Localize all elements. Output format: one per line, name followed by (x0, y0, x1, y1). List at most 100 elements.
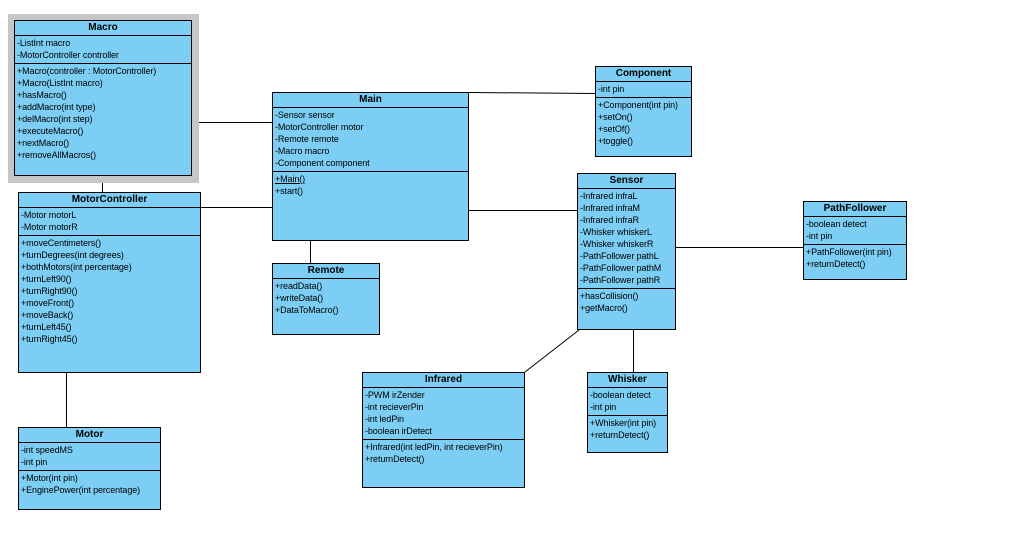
member-row: +delMacro(int step) (17, 114, 93, 124)
member-row: -Component component (275, 158, 370, 168)
class-box-macro[interactable]: Macro -ListInt macro-MotorController con… (14, 20, 192, 176)
class-box-motor[interactable]: Motor -int speedMS -int pin +Motor(int pi… (18, 427, 161, 510)
member-row: -Infrared infraM (580, 203, 640, 213)
member-row: +returnDetect() (806, 259, 866, 269)
class-title: Remote (273, 264, 379, 279)
member-row: +returnDetect() (590, 430, 650, 440)
member-row: -Motor motorL (21, 210, 77, 220)
member-row: +setOn() (598, 112, 633, 122)
member-row: -PathFollower pathL (580, 251, 659, 261)
class-title: Infrared (363, 373, 524, 388)
member-row: -Infrared infraL (580, 191, 638, 201)
member-row: +Motor(int pin) (21, 473, 78, 483)
member-row: -Sensor sensor (275, 110, 335, 120)
class-methods: +Macro(controller : MotorController) +Mac… (15, 64, 191, 163)
class-title: Main (273, 93, 468, 108)
class-methods: +Whisker(int pin) +returnDetect() (588, 416, 667, 443)
class-attributes: -boolean detect -int pin (588, 388, 667, 416)
class-title: Sensor (578, 174, 675, 189)
class-title: PathFollower (804, 202, 906, 217)
member-row: +addMacro(int type) (17, 102, 96, 112)
member-row: -int pin (806, 231, 833, 241)
member-row: -Macro macro (275, 146, 330, 156)
member-row: -boolean detect (806, 219, 867, 229)
member-row: -int pin (598, 84, 625, 94)
class-attributes: -boolean detect -int pin (804, 217, 906, 245)
member-row: +executeMacro() (17, 126, 84, 136)
class-title: Motor (19, 428, 160, 443)
member-row: -int pin (590, 402, 617, 412)
class-title: MotorController (19, 193, 200, 208)
class-attributes: -int pin (596, 82, 691, 98)
class-attributes: -PWM irZender-int recieverPin-int ledPin… (363, 388, 524, 440)
member-row: +turnLeft90() (21, 274, 72, 284)
member-row: +Infrared(int ledPin, int recieverPin) (365, 442, 503, 452)
member-row: +removeAllMacros() (17, 150, 96, 160)
class-box-infrared[interactable]: Infrared -PWM irZender-int recieverPin-i… (362, 372, 525, 488)
member-row: -Motor motorR (21, 222, 78, 232)
class-box-whisker[interactable]: Whisker -boolean detect -int pin +Whisker… (587, 372, 668, 453)
class-methods: +PathFollower(int pin) +returnDetect() (804, 245, 906, 272)
member-row: -PathFollower pathR (580, 275, 661, 285)
member-row: +hasMacro() (17, 90, 67, 100)
member-row: +hasCollision() (580, 291, 639, 301)
class-methods: +Motor(int pin) +EnginePower(int percenta… (19, 471, 160, 498)
connector-main-component[interactable] (468, 92, 596, 94)
class-methods: +readData() +writeData() +DataToMacro() (273, 279, 379, 318)
member-row: -int speedMS (21, 445, 73, 455)
member-row: +bothMotors(int percentage) (21, 262, 132, 272)
member-row: -Whisker whiskerR (580, 239, 654, 249)
member-row: -Remote remote (275, 134, 339, 144)
member-row: +DataToMacro() (275, 305, 339, 315)
class-box-sensor[interactable]: Sensor -Infrared infraL-Infrared infraM-… (577, 173, 676, 330)
member-row: +EnginePower(int percentage) (21, 485, 141, 495)
member-row: +Main() (275, 174, 306, 184)
class-methods: +Main() +start() (273, 172, 468, 199)
class-title: Component (596, 67, 691, 82)
member-row: +getMacro() (580, 303, 628, 313)
member-row: +moveFront() (21, 298, 75, 308)
member-row: -boolean irDetect (365, 426, 432, 436)
member-row: -Whisker whiskerL (580, 227, 652, 237)
member-row: -int recieverPin (365, 402, 424, 412)
class-box-main[interactable]: Main -Sensor sensor -MotorController moto… (272, 92, 469, 241)
member-row: +nextMacro() (17, 138, 70, 148)
member-row: -ListInt macro (17, 38, 71, 48)
member-row: +start() (275, 186, 303, 196)
member-row: +toggle() (598, 136, 633, 146)
member-row: +Macro(controller : MotorController) (17, 66, 157, 76)
member-row: +Whisker(int pin) (590, 418, 657, 428)
class-methods: +hasCollision() +getMacro() (578, 289, 675, 316)
member-row: -PathFollower pathM (580, 263, 662, 273)
member-row: +turnRight45() (21, 334, 78, 344)
connector-sensor-infrared[interactable] (524, 329, 580, 373)
member-row: +Macro(ListInt macro) (17, 78, 103, 88)
class-box-motorcontroller[interactable]: MotorController -Motor motorL -Motor moto… (18, 192, 201, 373)
member-row: -PWM irZender (365, 390, 425, 400)
class-attributes: -int speedMS -int pin (19, 443, 160, 471)
member-row: -MotorController controller (17, 50, 119, 60)
member-row: -boolean detect (590, 390, 651, 400)
member-row: +turnLeft45() (21, 322, 72, 332)
class-attributes: -ListInt macro -MotorController controlle… (15, 36, 191, 64)
class-attributes: -Sensor sensor -MotorController motor -Rem… (273, 108, 468, 172)
member-row: +setOf() (598, 124, 630, 134)
member-row: +turnDegrees(int degrees) (21, 250, 124, 260)
member-row: -int pin (21, 457, 48, 467)
member-row: +PathFollower(int pin) (806, 247, 892, 257)
class-box-pathfollower[interactable]: PathFollower -boolean detect -int pin +Pa… (803, 201, 907, 280)
class-box-component[interactable]: Component -int pin +Component(int pin)+s… (595, 66, 692, 157)
class-title: Whisker (588, 373, 667, 388)
member-row: +writeData() (275, 293, 324, 303)
class-methods: +Component(int pin)+setOn()+setOf()+togg… (596, 98, 691, 149)
member-row: +returnDetect() (365, 454, 425, 464)
class-methods: +Infrared(int ledPin, int recieverPin) +r… (363, 440, 524, 467)
member-row: -MotorController motor (275, 122, 364, 132)
member-row: +readData() (275, 281, 323, 291)
class-attributes: -Infrared infraL -Infrared infraM -Infrare… (578, 189, 675, 289)
member-row: +turnRight90() (21, 286, 78, 296)
class-box-remote[interactable]: Remote +readData() +writeData() +DataToMac… (272, 263, 380, 335)
member-row: -Infrared infraR (580, 215, 639, 225)
